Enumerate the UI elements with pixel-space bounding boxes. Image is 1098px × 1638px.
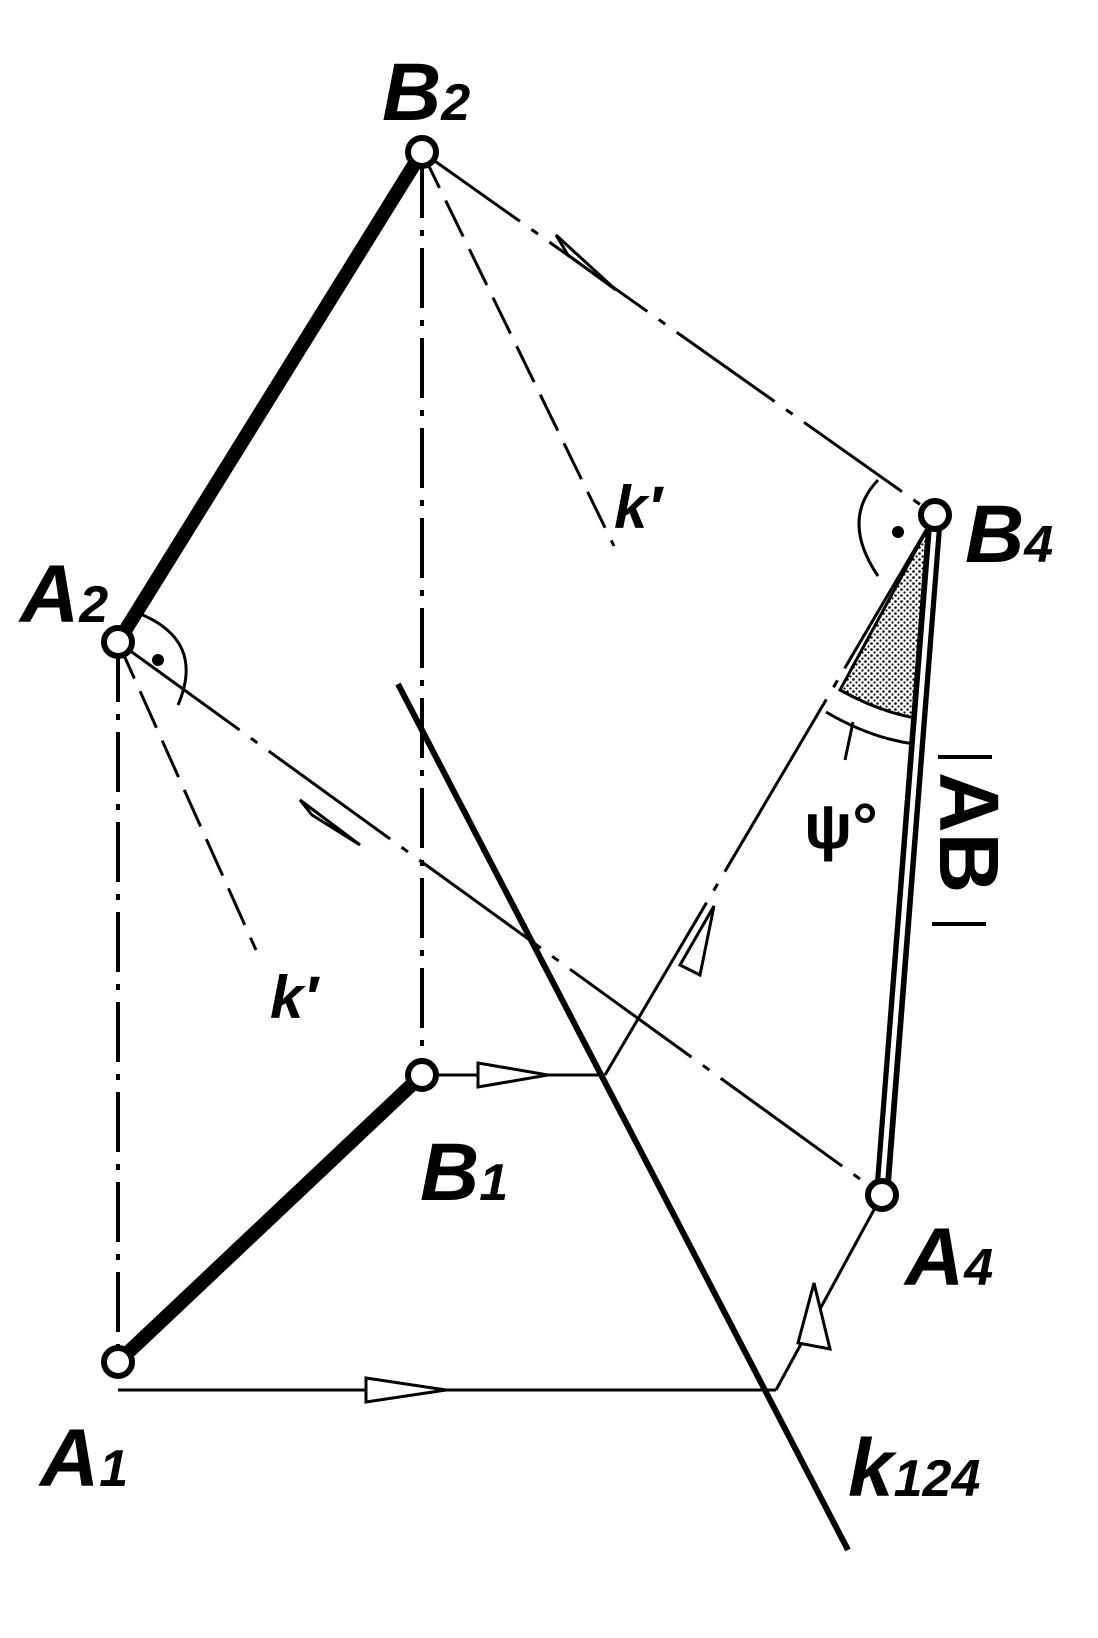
label-b2: B2	[382, 47, 470, 138]
transfer-line-a2-a4	[117, 640, 883, 1197]
point-b2-marker	[405, 135, 439, 169]
right-angle-arc-a2	[137, 611, 188, 706]
arrow-projector-b4	[677, 905, 716, 978]
segment-a1-b1	[113, 1069, 427, 1368]
arrow-horizontal-b1	[476, 1061, 549, 1089]
label-a2: A2	[18, 549, 108, 640]
point-b4-marker	[918, 498, 952, 532]
label-b4: B4	[965, 489, 1053, 580]
kprime-line-upper	[420, 151, 616, 547]
label-a4: A4	[903, 1212, 993, 1303]
label-angle-psi: ψ°	[804, 790, 878, 862]
angle-psi-arc	[825, 710, 915, 746]
label-true-length-ab: AB	[922, 772, 1016, 893]
arrow-transfer-a2	[298, 798, 361, 847]
angle-psi-tick	[843, 721, 855, 761]
projector-to-a4	[774, 1194, 884, 1391]
label-a1: A1	[38, 1413, 128, 1504]
label-kprime-lower: k′	[270, 964, 320, 1031]
point-a1-marker	[101, 1345, 135, 1379]
projector-to-b4	[603, 514, 937, 1076]
point-a4-marker	[865, 1178, 899, 1212]
transfer-line-b2-b4	[421, 150, 936, 517]
true-length-a4-b4-inner	[879, 519, 938, 1191]
axis-k124	[395, 682, 851, 1552]
label-k124: k124	[848, 1423, 980, 1514]
right-angle-dot-b4	[892, 526, 904, 538]
arrow-horizontal-a1	[364, 1376, 447, 1404]
point-a2-marker	[101, 625, 135, 659]
label-b1: B1	[420, 1127, 508, 1218]
point-b1-marker	[405, 1058, 439, 1092]
right-angle-dot-a2	[152, 654, 164, 666]
arrow-projector-a4	[796, 1282, 833, 1351]
right-angle-arc-b4	[857, 478, 880, 577]
segment-a2-b2	[112, 148, 428, 646]
kprime-line-lower	[116, 641, 258, 951]
arrow-transfer-b2	[554, 233, 618, 292]
label-kprime-upper: k′	[614, 474, 664, 541]
